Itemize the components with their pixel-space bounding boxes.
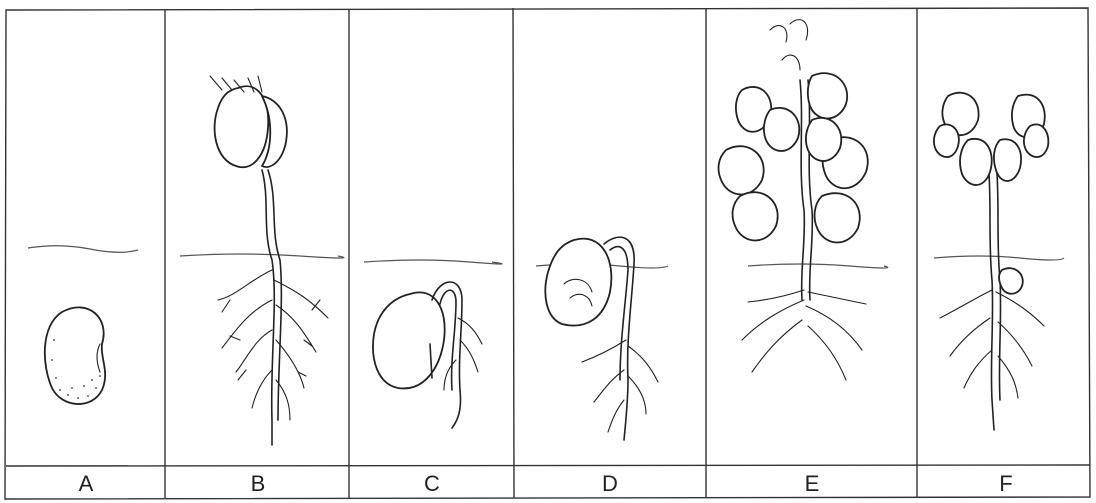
panel-labels: A B C D E F: [79, 471, 1013, 496]
soil-line: [748, 264, 888, 268]
panel-e-mature-plant: [719, 20, 888, 380]
panel-label-d: D: [602, 471, 618, 496]
panel-a-seed: [28, 246, 138, 404]
diagram-frame: [5, 8, 1090, 499]
soil-line: [28, 246, 138, 253]
soil-line: [364, 260, 502, 264]
panel-label-e: E: [805, 471, 820, 496]
soil-line: [180, 254, 344, 258]
panel-label-a: A: [79, 471, 94, 496]
panel-label-f: F: [999, 471, 1012, 496]
panel-label-c: C: [424, 471, 440, 496]
panel-c-germinating-seed: [364, 260, 502, 428]
panel-b-seedling: [180, 76, 344, 445]
panel-f-young-plant: [934, 93, 1064, 430]
panel-label-b: B: [251, 471, 266, 496]
panel-d-emerging-seedling: [536, 237, 668, 440]
